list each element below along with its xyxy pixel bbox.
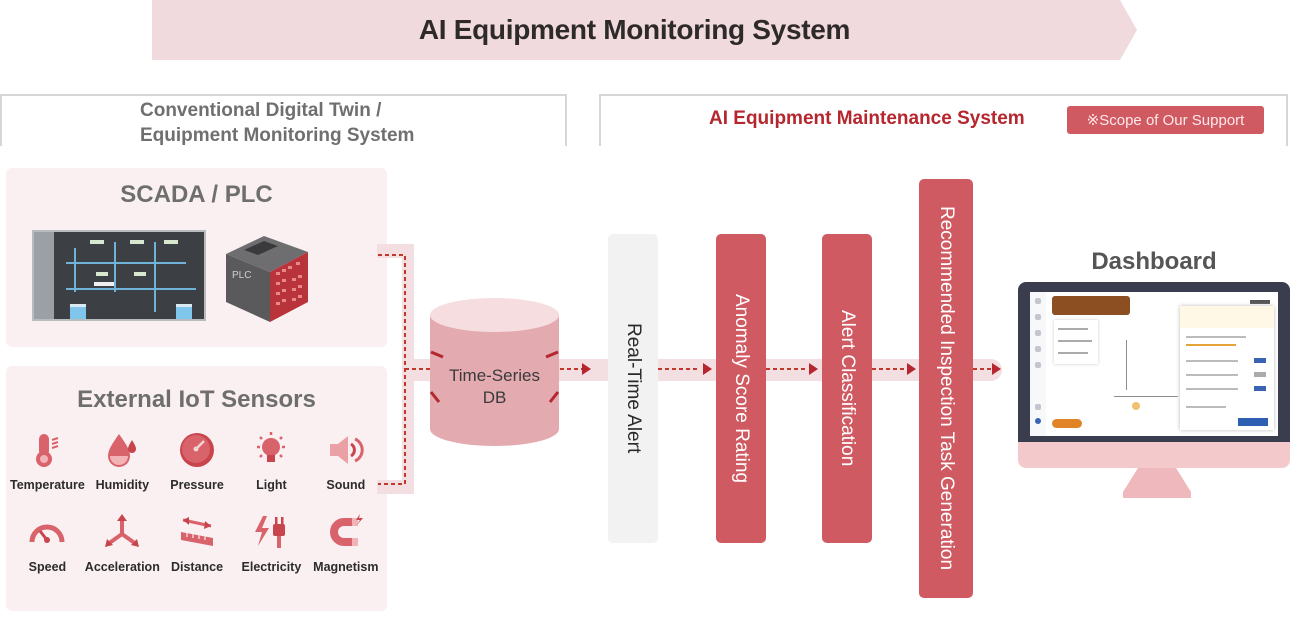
step-label: Alert Classification <box>837 310 858 467</box>
database-cylinder-icon <box>429 298 560 446</box>
dashboard-monitor <box>1018 282 1290 498</box>
sensor-electricity: Electricity <box>234 512 308 574</box>
scada-tag <box>130 240 144 244</box>
conventional-system-bracket: Conventional Digital Twin / Equipment Mo… <box>0 94 567 146</box>
dashboard-title: Dashboard <box>1091 248 1217 275</box>
ai-maintenance-label: AI Equipment Maintenance System <box>709 108 1025 129</box>
step-real-time-alert: Real-Time Alert <box>608 234 658 543</box>
scada-sidebar <box>34 232 54 319</box>
sensor-label: Humidity <box>95 478 150 492</box>
ruler-distance-icon <box>181 517 214 546</box>
monitor-chin <box>1018 442 1290 468</box>
scada-tag <box>134 272 146 276</box>
scada-tag <box>96 272 108 276</box>
iot-sensors-panel: External IoT Sensors Temperature Humidit… <box>6 366 387 611</box>
dashboard-nav <box>1030 292 1046 436</box>
conventional-system-label: Conventional Digital Twin / Equipment Mo… <box>140 98 440 148</box>
conventional-label-line2: Equipment Monitoring System <box>140 125 415 146</box>
scada-tag <box>90 240 104 244</box>
dashboard-clock <box>1250 300 1270 304</box>
scada-tag <box>164 240 178 244</box>
diagram-line <box>1126 340 1127 390</box>
scada-plc-title: SCADA / PLC <box>120 181 273 208</box>
humidity-drop-icon <box>108 434 137 467</box>
thermometer-icon <box>36 434 59 467</box>
time-series-db: Time-Series DB <box>429 297 560 447</box>
sensor-label: Sound <box>326 478 366 492</box>
sensor-light: Light <box>234 430 308 492</box>
scada-pipe <box>114 242 116 292</box>
scada-pipe <box>66 288 196 290</box>
scada-pipe <box>66 262 186 264</box>
sensor-speed: Speed <box>10 512 85 574</box>
step-anomaly-score-rating: Anomaly Score Rating <box>716 234 766 543</box>
sensor-label: Magnetism <box>313 560 379 574</box>
sensor-label: Temperature <box>10 478 85 492</box>
sensor-sound: Sound <box>309 430 383 492</box>
conventional-label-line1: Conventional Digital Twin / <box>140 100 382 121</box>
sensor-label: Speed <box>28 560 67 574</box>
banner-title: AI Equipment Monitoring System <box>418 14 851 45</box>
scada-plc-panel: SCADA / PLC PLC <box>6 168 387 347</box>
scada-tag <box>94 282 114 286</box>
sensor-grid: Temperature Humidity Pressure <box>10 430 383 574</box>
dashboard-task-panel <box>1180 306 1274 430</box>
system-banner: AI Equipment Monitoring System <box>152 0 1137 60</box>
ai-maintenance-bracket: AI Equipment Maintenance System ※Scope o… <box>599 94 1288 146</box>
step-label: Anomaly Score Rating <box>731 293 752 484</box>
scada-tank <box>176 304 192 319</box>
diagram-node <box>1132 402 1140 410</box>
dashboard-list <box>1054 320 1098 364</box>
scada-pipe <box>154 242 156 312</box>
plc-label: PLC <box>232 270 251 281</box>
db-label-line1: Time-Series <box>449 366 540 385</box>
sensor-humidity: Humidity <box>85 430 160 492</box>
scada-pipe <box>74 248 76 292</box>
step-inspection-task-generation: Recommended Inspection Task Generation <box>919 179 973 598</box>
plc-device-image: PLC <box>226 236 308 322</box>
step-label: Real-Time Alert <box>623 323 644 454</box>
sensor-label: Distance <box>170 560 224 574</box>
sensor-label: Light <box>256 478 287 492</box>
db-label-line2: DB <box>482 388 507 407</box>
sensor-label: Pressure <box>170 478 224 492</box>
sensor-pressure: Pressure <box>160 430 234 492</box>
dashboard-action-button <box>1052 419 1082 428</box>
scada-screen-image <box>32 230 206 321</box>
diagram-line <box>1114 396 1178 397</box>
magnet-icon <box>329 514 363 546</box>
speaker-icon <box>329 436 364 464</box>
step-label: Recommended Inspection Task Generation <box>936 206 957 571</box>
scada-tank <box>70 304 86 319</box>
dashboard-header-card <box>1052 296 1130 315</box>
iot-sensors-title: External IoT Sensors <box>77 386 316 413</box>
sensor-acceleration: Acceleration <box>85 512 160 574</box>
plug-lightning-icon <box>255 516 286 548</box>
db-label: Time-Series DB <box>429 365 560 409</box>
light-bulb-icon <box>257 432 286 462</box>
sensor-temperature: Temperature <box>10 430 85 492</box>
sensor-label: Acceleration <box>84 560 160 574</box>
sensor-magnetism: Magnetism <box>309 512 383 574</box>
scope-badge: ※Scope of Our Support <box>1067 106 1264 134</box>
dashboard-screenshot <box>1030 292 1278 436</box>
step-alert-classification: Alert Classification <box>822 234 872 543</box>
sensor-distance: Distance <box>160 512 234 574</box>
sensor-label: Electricity <box>241 560 302 574</box>
speedometer-icon <box>29 524 65 543</box>
monitor-stand <box>1123 468 1191 498</box>
acceleration-axes-icon <box>105 514 140 547</box>
pressure-gauge-icon <box>180 433 215 467</box>
